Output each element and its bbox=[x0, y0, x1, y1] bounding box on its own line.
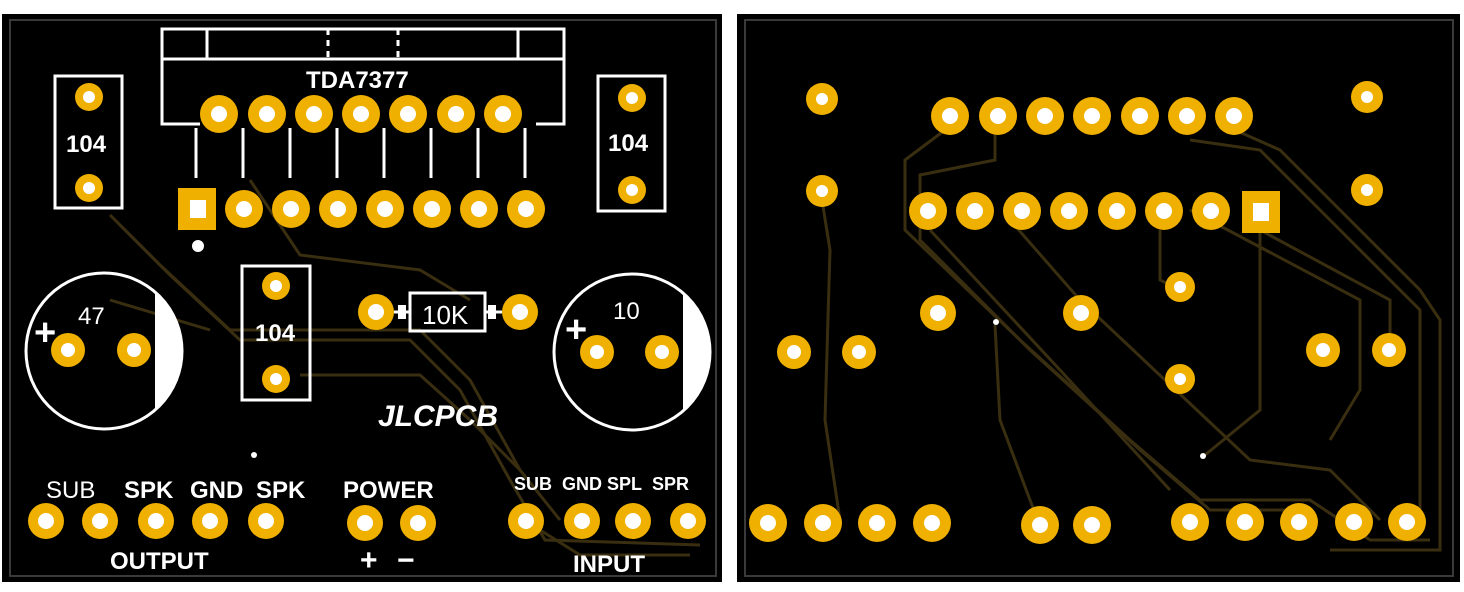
resistor-label: 10K bbox=[422, 300, 469, 330]
output-pin-label-0: SUB bbox=[46, 477, 95, 504]
elcap-right-label: 10 bbox=[613, 298, 640, 325]
power-plus: + bbox=[360, 544, 378, 577]
resistor-10k: 10K bbox=[358, 291, 538, 333]
ic-label: TDA7377 bbox=[306, 67, 409, 94]
cap-left: 104 bbox=[53, 74, 124, 210]
input-pin-label-3: SPR bbox=[652, 474, 689, 494]
output-pin-label-2: GND bbox=[190, 477, 243, 504]
elcap-left: 47 + bbox=[24, 271, 184, 431]
input-header: SUB GND SPL SPR INPUT bbox=[508, 474, 706, 578]
jlcpcb-logo: JLCPCB bbox=[378, 400, 498, 433]
cap-right-label: 104 bbox=[608, 130, 649, 157]
ic-silkscreen: TDA7377 bbox=[160, 27, 566, 252]
bottom-pads bbox=[749, 81, 1426, 544]
output-title: OUTPUT bbox=[110, 548, 209, 575]
cap-middle: 104 bbox=[240, 264, 312, 402]
cap-right: 104 bbox=[596, 74, 667, 213]
input-title: INPUT bbox=[573, 551, 645, 578]
power-minus: − bbox=[397, 544, 415, 577]
input-pin-label-2: SPL bbox=[607, 474, 642, 494]
power-title: POWER bbox=[343, 477, 434, 504]
output-pin-label-3: SPK bbox=[256, 477, 306, 504]
cap-left-label: 104 bbox=[66, 131, 107, 158]
elcap-left-label: 47 bbox=[78, 303, 105, 330]
elcap-right-plus: + bbox=[565, 309, 587, 351]
input-pin-label-0: SUB bbox=[514, 474, 552, 494]
output-pin-label-1: SPK bbox=[124, 477, 174, 504]
power-header: POWER + − bbox=[343, 477, 436, 577]
elcap-left-plus: + bbox=[34, 312, 56, 354]
ic-pads-bottom-row bbox=[178, 188, 545, 230]
input-pin-label-1: GND bbox=[562, 474, 602, 494]
elcap-right: 10 + bbox=[552, 272, 712, 432]
cap-middle-label: 104 bbox=[255, 320, 296, 347]
output-header: SUB SPK GND SPK OUTPUT bbox=[28, 477, 306, 575]
